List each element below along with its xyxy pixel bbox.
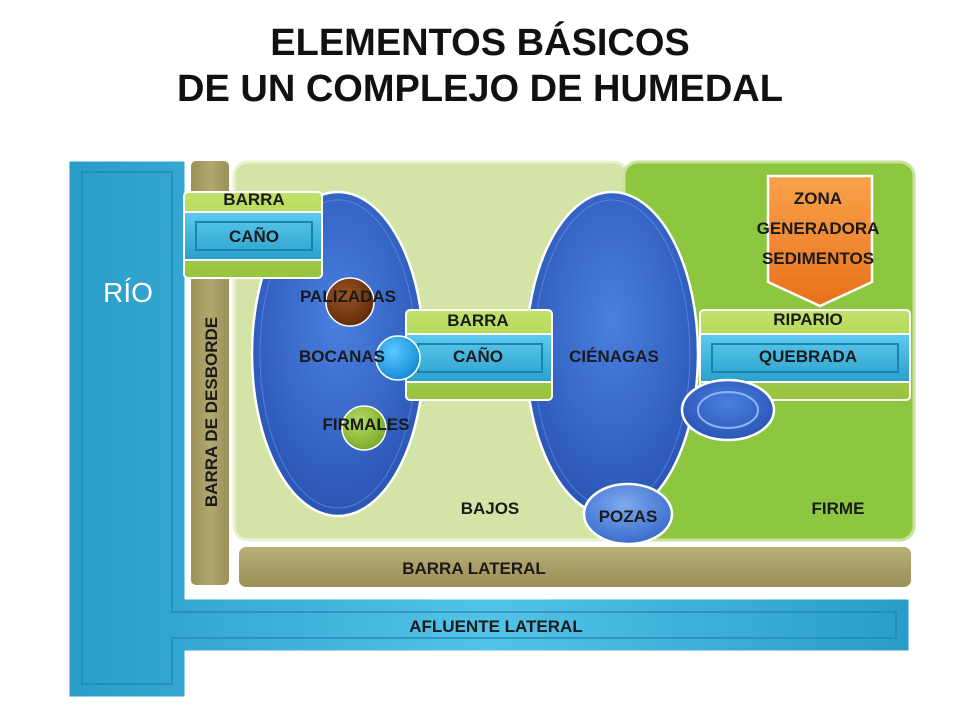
ripario-label: RIPARIO — [773, 310, 843, 329]
ripario-quebrada — [699, 309, 911, 401]
cienagas-label: CIÉNAGAS — [569, 347, 659, 366]
title-line-1: ELEMENTOS BÁSICOS — [270, 22, 690, 64]
cano-top-label: CAÑO — [229, 226, 279, 246]
bocanas-label: BOCANAS — [299, 347, 385, 366]
barra-cano-mid — [405, 309, 553, 401]
rio-river — [66, 158, 912, 700]
bajos-label: BAJOS — [461, 499, 520, 518]
firmales-circle — [341, 405, 387, 451]
pozas-ellipse — [582, 482, 674, 546]
barra-lateral — [237, 545, 913, 589]
bocana-circle — [375, 335, 421, 381]
zona-label-1: ZONA — [794, 189, 842, 208]
barra-top-label: BARRA — [223, 190, 284, 209]
palizadas-label: PALIZADAS — [300, 287, 396, 306]
firmales-label: FIRMALES — [323, 415, 410, 434]
zona-label-3: SEDIMENTOS — [762, 249, 874, 268]
afluente-lateral-label: AFLUENTE LATERAL — [409, 617, 582, 636]
quebrada-pond — [680, 378, 776, 442]
cano-mid-label: CAÑO — [453, 346, 503, 366]
barra-cano-top — [183, 191, 323, 279]
pozas-label: POZAS — [599, 507, 658, 526]
title-line-2: DE UN COMPLEJO DE HUMEDAL — [177, 68, 783, 110]
palizadas-circle — [325, 277, 375, 327]
barra-lateral-label: BARRA LATERAL — [402, 559, 546, 578]
firme-label: FIRME — [812, 499, 865, 518]
barra-desborde-label: BARRA DE DESBORDE — [202, 317, 221, 507]
zona-generadora-arrow — [766, 174, 874, 308]
rio-label: RÍO — [103, 277, 153, 308]
barra-mid-label: BARRA — [447, 311, 508, 330]
zona-label-2: GENERADORA — [757, 219, 880, 238]
quebrada-label: QUEBRADA — [759, 347, 857, 366]
